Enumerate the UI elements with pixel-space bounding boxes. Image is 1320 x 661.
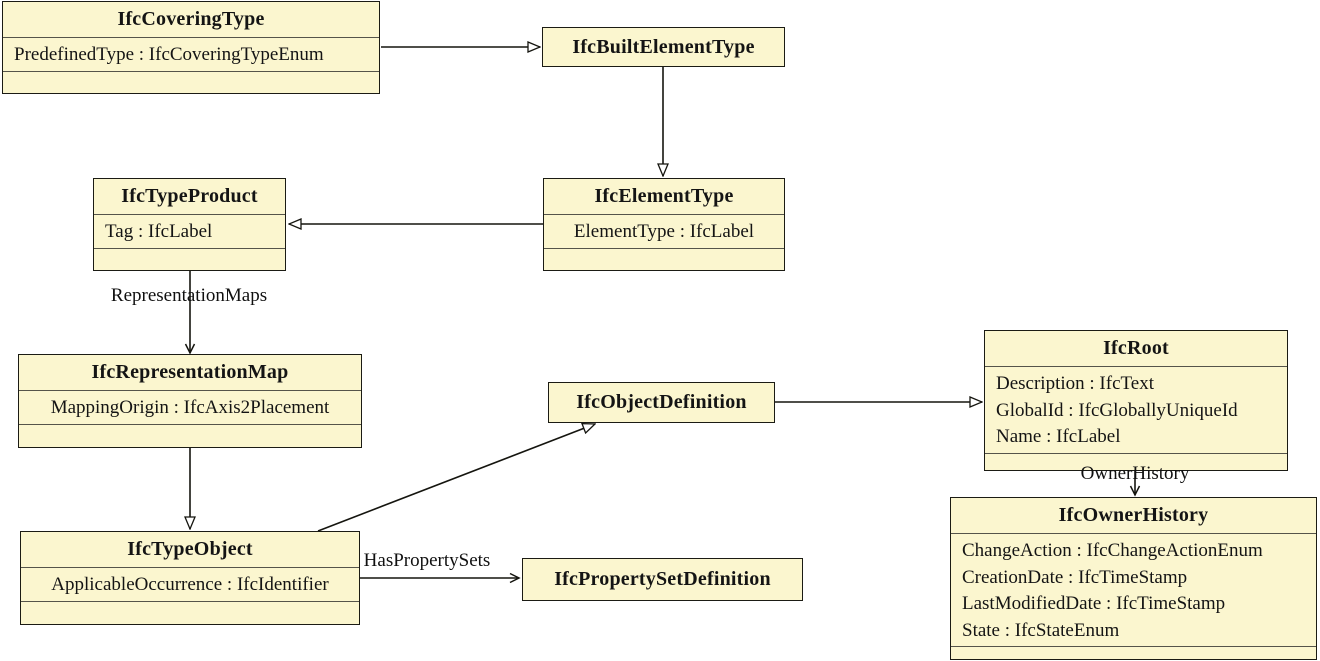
class-ifctypeobject[interactable]: IfcTypeObject ApplicableOccurrence : Ifc… <box>20 531 360 625</box>
class-title: IfcTypeObject <box>127 538 253 560</box>
class-ifcobjectdefinition[interactable]: IfcObjectDefinition <box>548 382 775 423</box>
attribute: ChangeAction : IfcChangeActionEnum <box>962 540 1263 561</box>
class-ifcroot[interactable]: IfcRoot Description : IfcText GlobalId :… <box>984 330 1288 471</box>
class-ifcbuiltelementtype[interactable]: IfcBuiltElementType <box>542 27 785 67</box>
class-operations-empty <box>21 600 359 625</box>
attribute: CreationDate : IfcTimeStamp <box>962 566 1188 588</box>
class-operations-empty <box>19 423 361 448</box>
class-attributes: ApplicableOccurrence : IfcIdentifier <box>21 567 359 601</box>
class-ifcelementtype[interactable]: IfcElementType ElementType : IfcLabel <box>543 178 785 271</box>
class-operations-empty <box>3 70 379 94</box>
class-ifcpropertysetdefinition[interactable]: IfcPropertySetDefinition <box>522 558 803 601</box>
class-attributes: Description : IfcText GlobalId : IfcGlob… <box>985 366 1287 453</box>
attribute: ApplicableOccurrence : IfcIdentifier <box>51 574 329 595</box>
class-ifccoveringtype[interactable]: IfcCoveringType PredefinedType : IfcCove… <box>2 1 380 94</box>
class-ifcrepresentationmap[interactable]: IfcRepresentationMap MappingOrigin : Ifc… <box>18 354 362 448</box>
class-attributes: PredefinedType : IfcCoveringTypeEnum <box>3 37 379 71</box>
attribute: Description : IfcText <box>996 373 1155 394</box>
class-title: IfcCoveringType <box>117 8 265 30</box>
attribute: ElementType : IfcLabel <box>573 221 755 242</box>
class-ifctypeproduct[interactable]: IfcTypeProduct Tag : IfcLabel <box>93 178 286 271</box>
attribute: GlobalId : IfcGloballyUniqueId <box>996 399 1238 421</box>
class-operations-empty <box>544 247 784 271</box>
class-attributes: ChangeAction : IfcChangeActionEnum Creat… <box>951 533 1316 646</box>
attribute: Name : IfcLabel <box>996 426 1121 447</box>
attribute: PredefinedType : IfcCoveringTypeEnum <box>14 44 324 65</box>
edge-label-representationmaps: RepresentationMaps <box>110 285 268 306</box>
class-title: IfcRoot <box>1103 337 1169 359</box>
class-operations-empty <box>985 452 1287 471</box>
class-title: IfcPropertySetDefinition <box>554 568 771 590</box>
class-attributes: ElementType : IfcLabel <box>544 214 784 248</box>
class-title: IfcTypeProduct <box>121 185 258 207</box>
attribute: State : IfcStateEnum <box>962 619 1120 641</box>
edge-label-ownerhistory: OwnerHistory <box>1080 463 1190 484</box>
edge-label-haspropertysets: HasPropertySets <box>363 550 491 571</box>
class-attributes: MappingOrigin : IfcAxis2Placement <box>19 390 361 424</box>
class-operations-empty <box>94 247 285 271</box>
class-title: IfcElementType <box>594 185 734 207</box>
class-title: IfcOwnerHistory <box>1058 504 1209 526</box>
class-operations-empty <box>951 646 1316 659</box>
attribute: LastModifiedDate : IfcTimeStamp <box>962 593 1226 614</box>
class-title: IfcObjectDefinition <box>576 391 747 413</box>
class-ifcownerhistory[interactable]: IfcOwnerHistory ChangeAction : IfcChange… <box>950 497 1317 660</box>
attribute: MappingOrigin : IfcAxis2Placement <box>50 397 330 418</box>
attribute: Tag : IfcLabel <box>105 221 213 242</box>
class-title: IfcBuiltElementType <box>572 35 755 58</box>
class-attributes: Tag : IfcLabel <box>94 214 285 248</box>
class-title: IfcRepresentationMap <box>91 361 289 383</box>
